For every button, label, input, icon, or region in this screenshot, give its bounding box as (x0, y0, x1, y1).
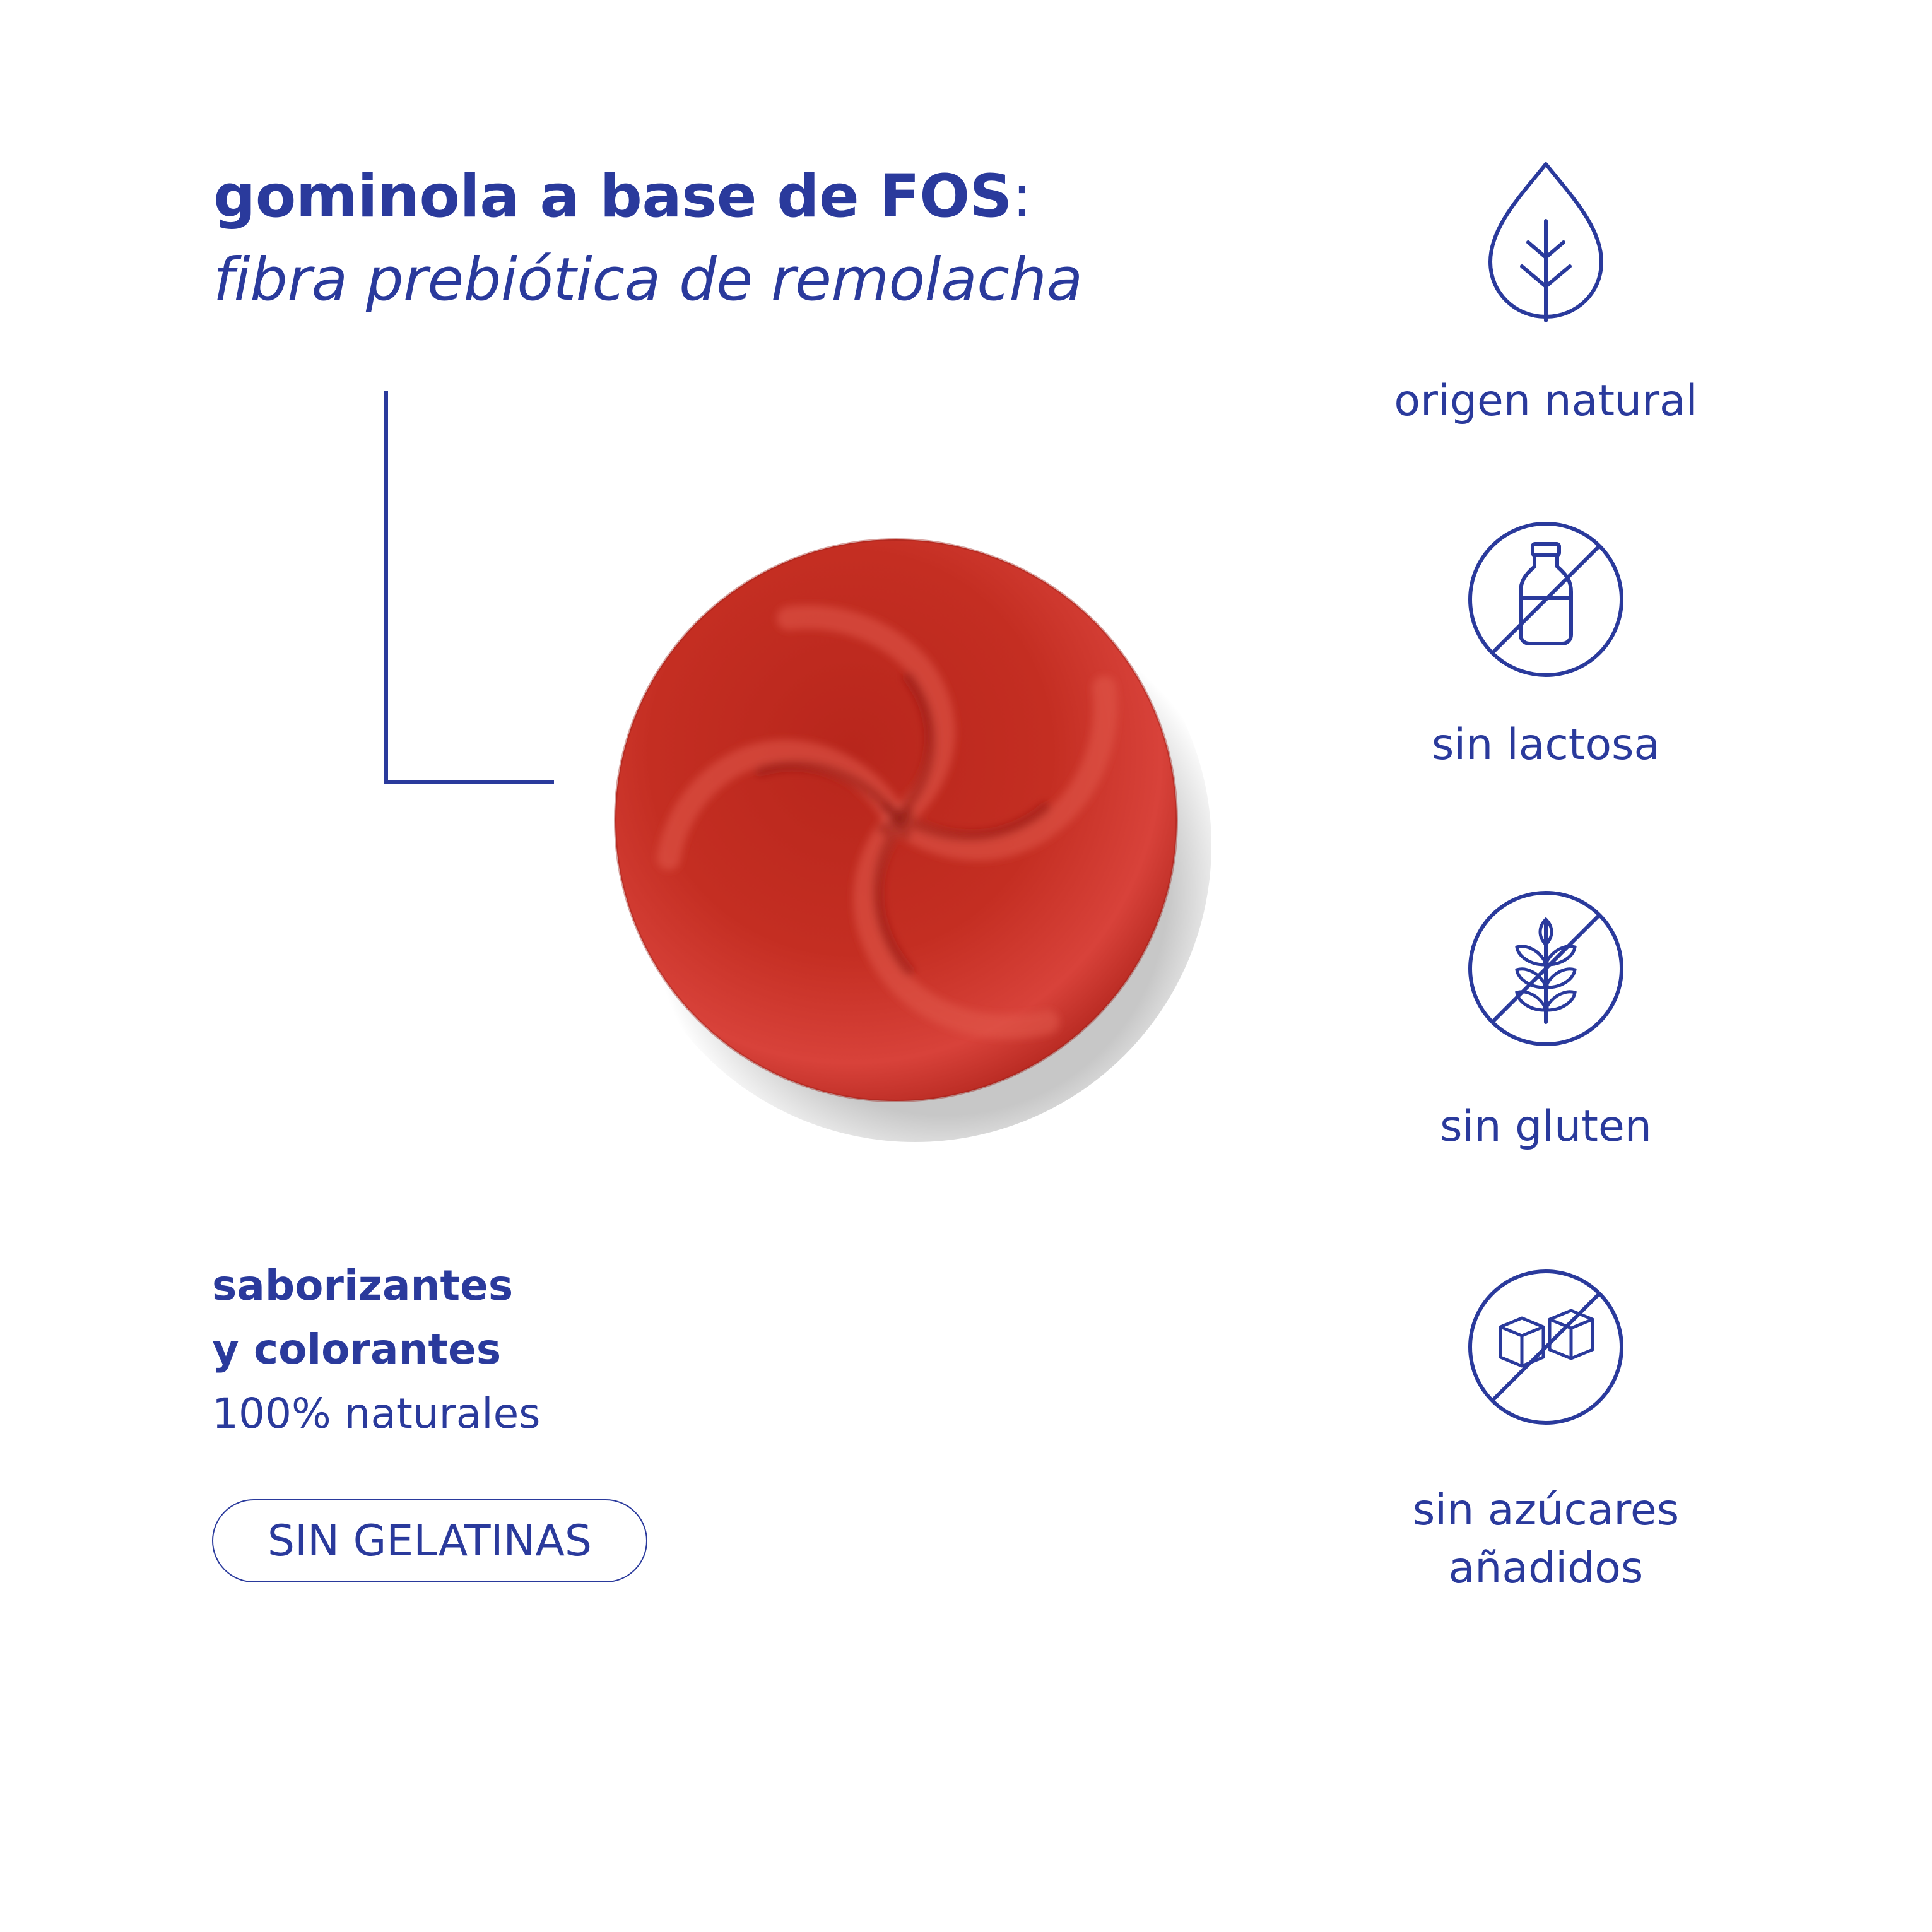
no-gelatin-badge: SIN GELATINAS (212, 1499, 647, 1582)
title-colon: : (1011, 162, 1032, 231)
feature-label-sugar-line2: añadidos (1448, 1543, 1644, 1593)
leaf-icon (1488, 162, 1603, 322)
no-sugar-cubes-icon (1468, 1269, 1623, 1425)
no-milk-bottle-icon (1468, 522, 1623, 677)
title-bold-text: gominola a base de FOS (213, 162, 1012, 231)
claim-colorings: y colorantes (212, 1325, 502, 1374)
feature-label-sugar-line1: sin azúcares (1412, 1485, 1680, 1535)
feature-label-natural: origen natural (1394, 376, 1698, 426)
bracket-line (384, 391, 554, 784)
gummy-candy-image (614, 538, 1211, 1142)
claim-natural-percent: 100% naturales (212, 1389, 541, 1438)
page-subtitle: fibra prebiótica de remolacha (213, 245, 1083, 314)
feature-label-gluten: sin gluten (1440, 1102, 1652, 1152)
feature-label-lactose: sin lactosa (1431, 720, 1661, 770)
claim-flavorings: saborizantes (212, 1261, 514, 1310)
no-wheat-icon (1468, 891, 1623, 1046)
page-title: gominola a base de FOS: (213, 159, 1032, 235)
